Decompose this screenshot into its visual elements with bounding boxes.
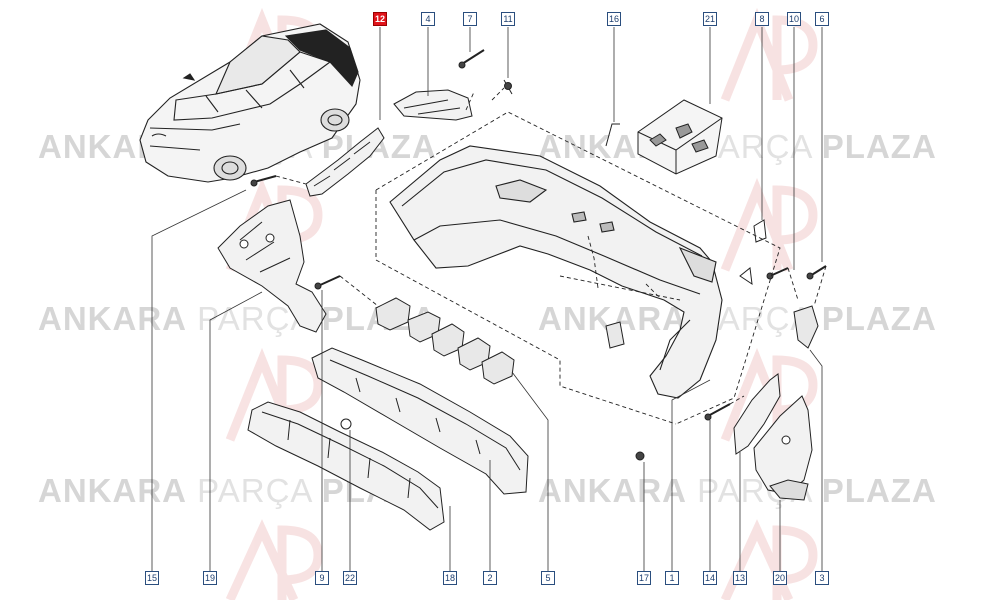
bracket-12 <box>305 127 385 197</box>
ap-logo-watermark <box>720 177 818 272</box>
side-bracket-left <box>217 199 327 333</box>
part-label-8[interactable]: 8 <box>755 12 769 26</box>
part-label-21[interactable]: 21 <box>703 12 717 26</box>
car-silhouette <box>139 23 361 183</box>
fastener-kit-box <box>637 99 723 175</box>
part-label-1[interactable]: 1 <box>665 571 679 585</box>
part-label-19[interactable]: 19 <box>203 571 217 585</box>
part-label-15[interactable]: 15 <box>145 571 159 585</box>
part-label-6[interactable]: 6 <box>815 12 829 26</box>
energy-absorber <box>311 347 529 495</box>
part-label-5[interactable]: 5 <box>541 571 555 585</box>
part-label-9[interactable]: 9 <box>315 571 329 585</box>
part-label-12[interactable]: 12 <box>373 12 387 26</box>
part-label-11[interactable]: 11 <box>501 12 515 26</box>
part-label-22[interactable]: 22 <box>343 571 357 585</box>
part-label-7[interactable]: 7 <box>463 12 477 26</box>
leader-lines <box>151 27 823 571</box>
bumper-reinforcement <box>247 401 445 531</box>
part-label-18[interactable]: 18 <box>443 571 457 585</box>
part-label-2[interactable]: 2 <box>483 571 497 585</box>
ap-logo-watermark <box>720 7 818 102</box>
part-label-20[interactable]: 20 <box>773 571 787 585</box>
rear-bumper <box>389 145 723 399</box>
part-label-13[interactable]: 13 <box>733 571 747 585</box>
part-label-10[interactable]: 10 <box>787 12 801 26</box>
part-label-14[interactable]: 14 <box>703 571 717 585</box>
fasteners <box>250 49 827 461</box>
highlighted-rear-area <box>284 29 359 87</box>
ap-logo-watermark <box>720 519 818 600</box>
guide-clips <box>375 297 515 385</box>
part-label-4[interactable]: 4 <box>421 12 435 26</box>
part-label-16[interactable]: 16 <box>607 12 621 26</box>
ap-logo-watermark <box>225 519 323 600</box>
part-label-17[interactable]: 17 <box>637 571 651 585</box>
side-bracket-right <box>733 373 813 501</box>
assembly-outline <box>275 87 827 425</box>
bracket-4 <box>393 89 473 121</box>
part-label-3[interactable]: 3 <box>815 571 829 585</box>
